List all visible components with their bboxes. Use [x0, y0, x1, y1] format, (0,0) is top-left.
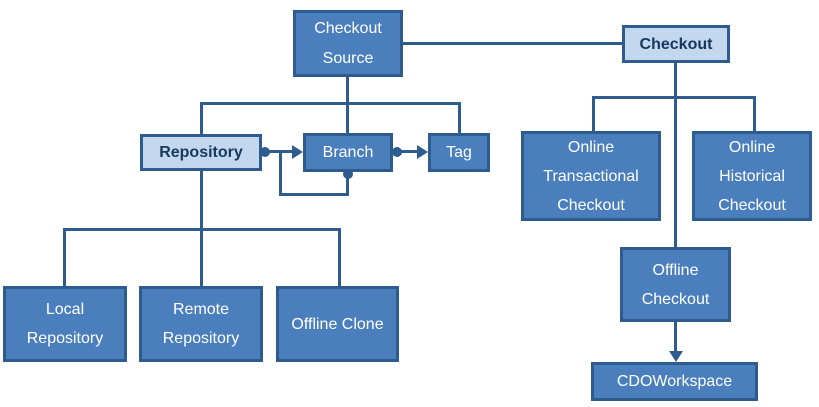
edge-selfloop-right-v [346, 178, 349, 196]
edge-checkout-stem [674, 62, 677, 99]
edge-repository-stem [200, 170, 203, 230]
edge-tree3-leg-transactional [592, 96, 595, 131]
edge-tree1-leg-branch [346, 102, 349, 134]
node-tag: Tag [428, 133, 490, 172]
node-online-transactional-checkout: Online Transactional Checkout [521, 131, 661, 221]
edge-tree2-leg-clone [338, 228, 341, 286]
dot-repository-branch [260, 147, 270, 157]
edge-tree1-rail [200, 102, 461, 105]
node-local-repository: Local Repository [3, 286, 127, 362]
edge-tree1-leg-repository [200, 102, 203, 135]
edge-branch-tag [399, 150, 418, 153]
edge-checkoutsource-stem [346, 76, 349, 104]
edge-offline-cdoworkspace [674, 321, 677, 352]
arrowhead-into-tag [417, 145, 428, 159]
edge-selfloop-left-v [279, 152, 282, 196]
dot-branch-tag [392, 147, 402, 157]
edge-repository-branch [267, 150, 293, 153]
node-branch: Branch [303, 133, 393, 172]
edge-tree2-leg-local [63, 228, 66, 286]
edge-tree3-leg-historical [753, 96, 756, 131]
node-repository: Repository [140, 134, 262, 171]
arrowhead-into-branch [292, 145, 303, 159]
node-remote-repository: Remote Repository [139, 286, 263, 362]
edge-tree1-leg-tag [458, 102, 461, 134]
edge-checkoutsource-checkout [402, 42, 623, 45]
node-online-historical-checkout: Online Historical Checkout [692, 131, 812, 221]
arrowhead-into-cdoworkspace [669, 351, 683, 362]
node-checkout: Checkout [622, 25, 730, 63]
node-checkout-source: Checkout Source [293, 10, 403, 77]
edge-tree2-leg-remote [200, 228, 203, 286]
edge-selfloop-bottom-h [279, 193, 349, 196]
node-cdoworkspace: CDOWorkspace [591, 362, 758, 401]
dot-branch-selfloop [343, 169, 353, 179]
node-offline-clone: Offline Clone [276, 286, 399, 362]
node-offline-checkout: Offline Checkout [620, 247, 731, 322]
edge-tree3-leg-offline [674, 96, 677, 247]
